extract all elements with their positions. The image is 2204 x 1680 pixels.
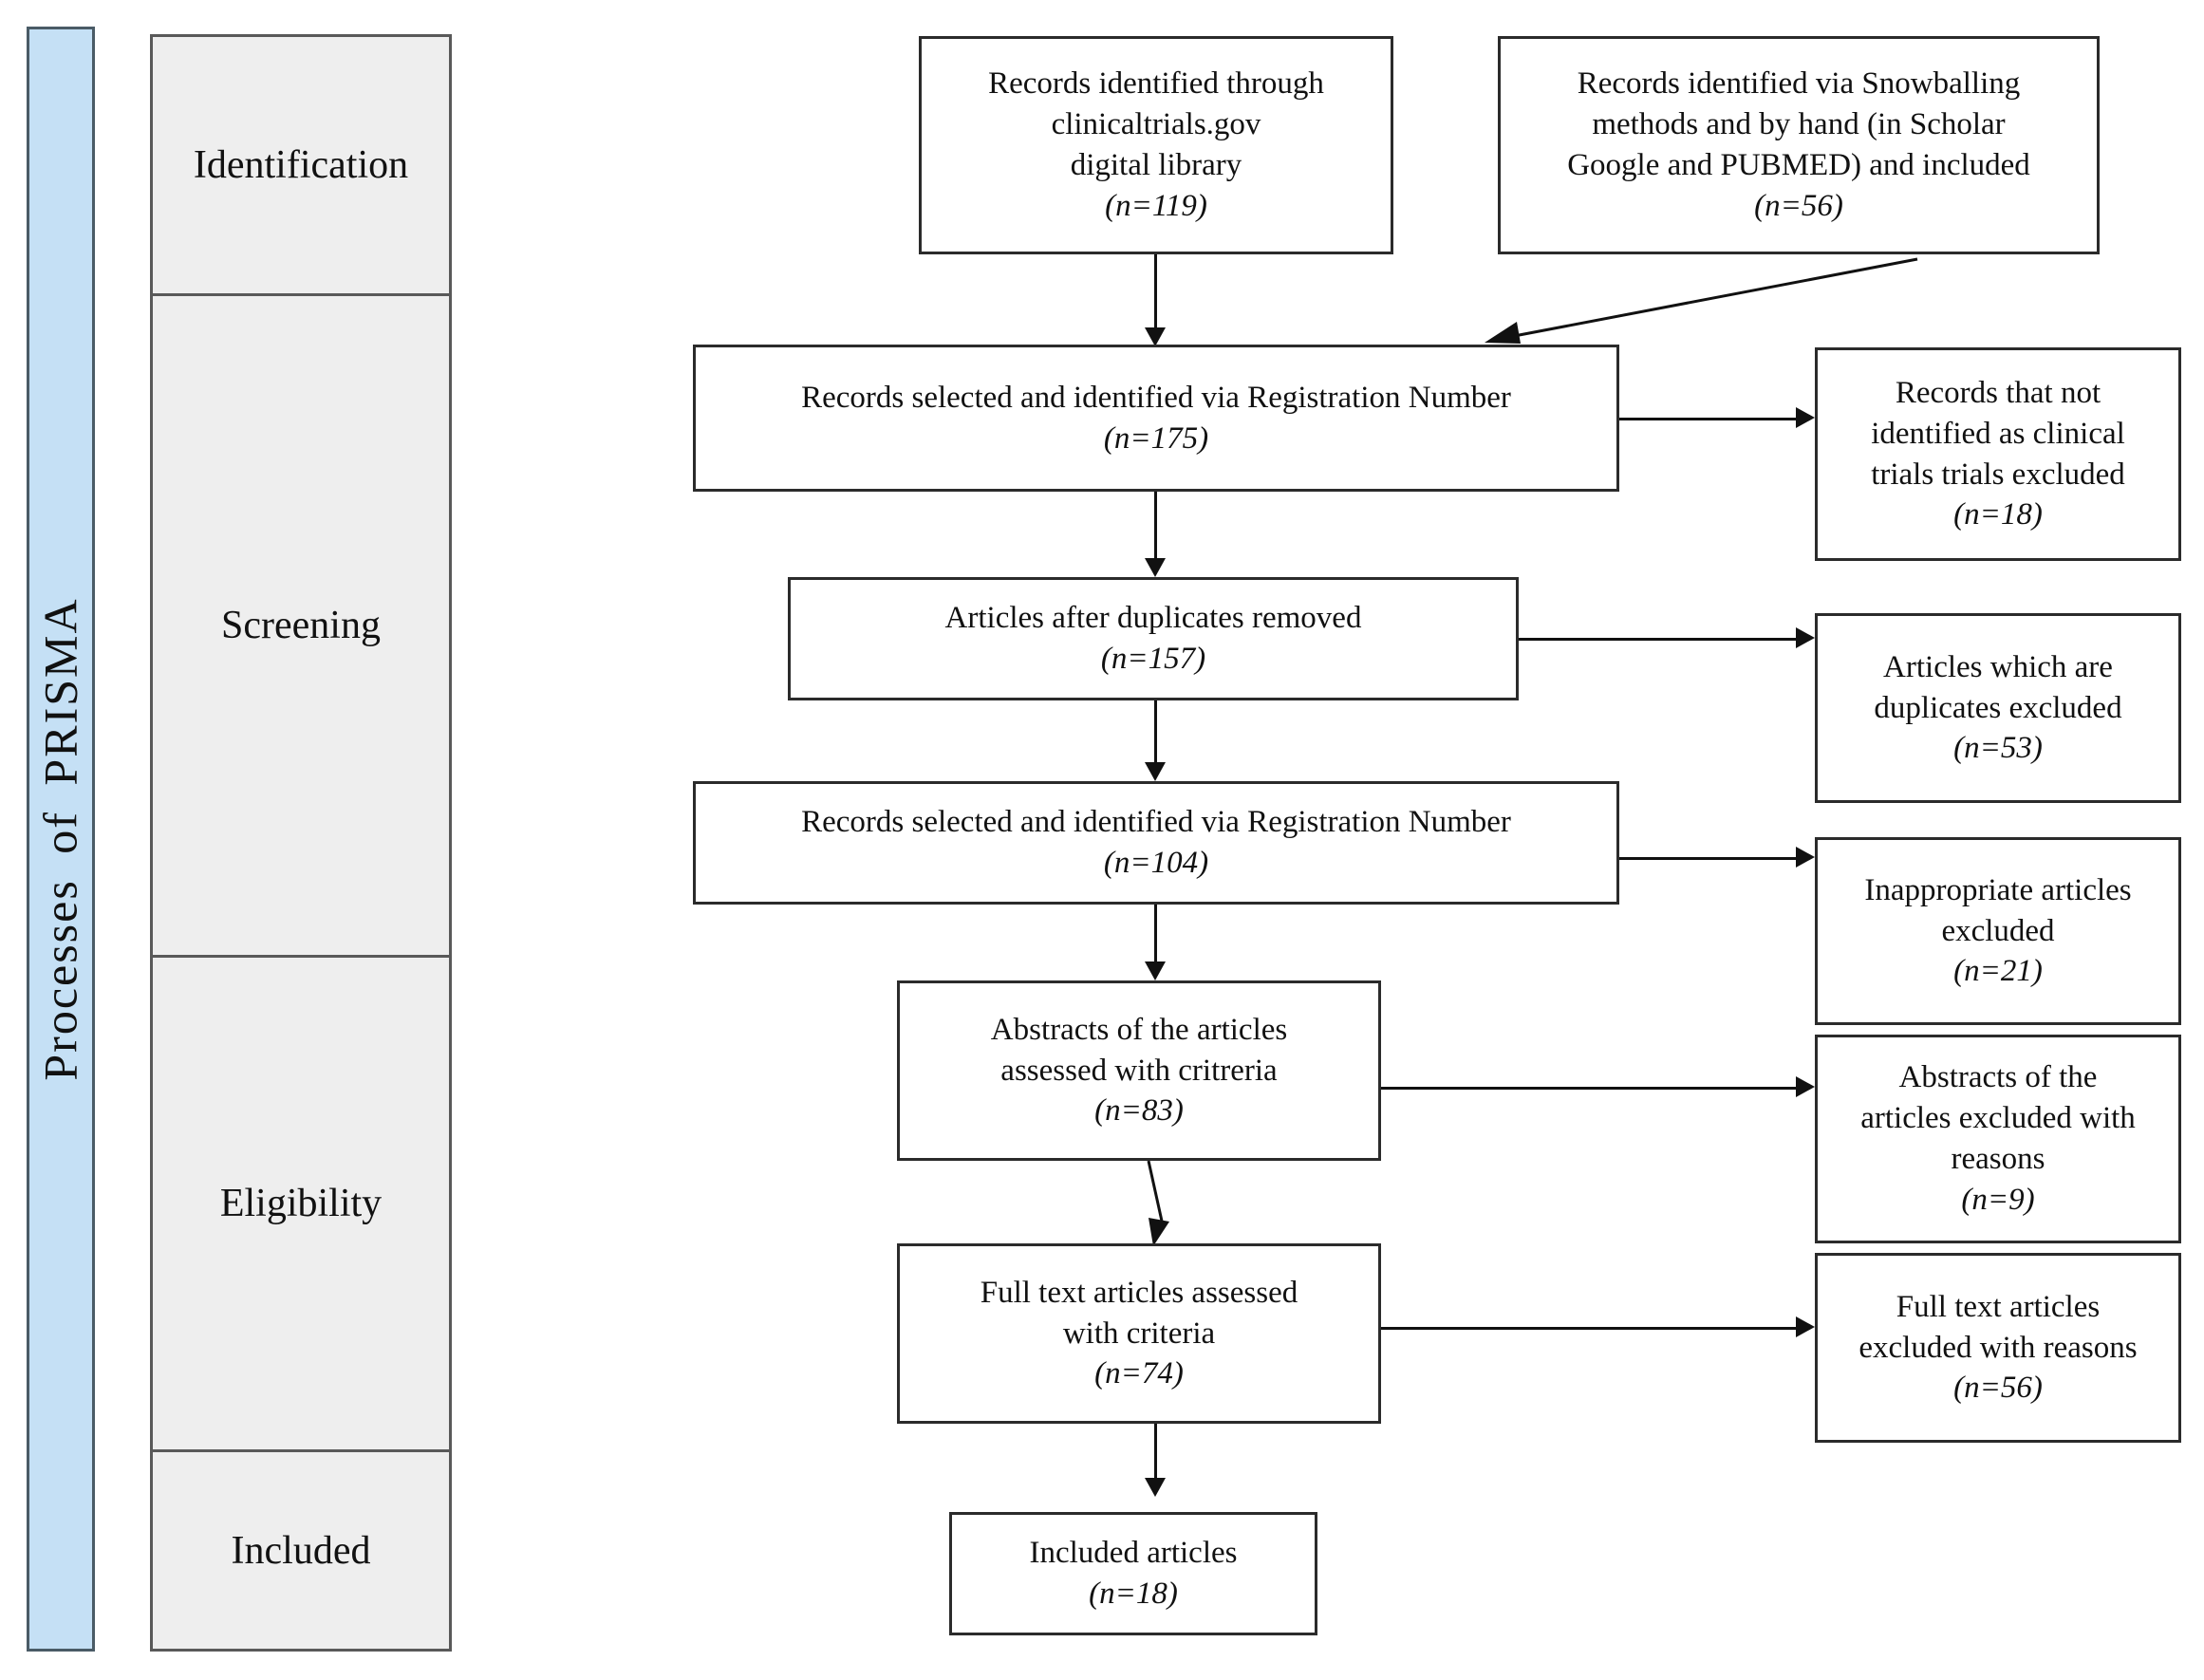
connector-arrowhead-right — [1796, 627, 1815, 648]
connector-hline — [1619, 418, 1796, 420]
stage-label-identification: Identification — [193, 143, 409, 187]
prisma-banner: Processes of PRISMA — [27, 27, 95, 1652]
stage-label-included: Included — [231, 1528, 371, 1573]
connector-vline — [1154, 492, 1157, 572]
box-line: excluded with reasons — [1858, 1330, 2138, 1365]
box-line: assessed with critreria — [1000, 1053, 1278, 1088]
box-line: Included articles — [1029, 1536, 1238, 1571]
prisma-banner-label: Processes of PRISMA — [34, 597, 87, 1081]
box-identified-clinicaltrials: Records identified through clinicaltrial… — [919, 36, 1393, 254]
box-count: (n=175) — [1103, 420, 1209, 456]
connector-diagonal-down — [1147, 1161, 1169, 1246]
connector-vline — [1154, 254, 1157, 342]
box-count: (n=119) — [1105, 188, 1207, 223]
connector-diagonal — [1485, 257, 1918, 344]
box-line: excluded — [1941, 913, 2055, 948]
stage-cell-screening: Screening — [153, 293, 449, 955]
box-fulltext-excluded: Full text articles excluded with reasons… — [1815, 1253, 2181, 1443]
box-line: trials trials excluded — [1871, 457, 2125, 492]
connector-arrowhead-right — [1796, 407, 1815, 428]
box-line: Abstracts of the — [1898, 1060, 2098, 1095]
box-count: (n=56) — [1953, 1371, 2043, 1406]
stage-cell-identification: Identification — [153, 37, 449, 293]
box-line: Records selected and identified via Regi… — [801, 805, 1511, 840]
connector-arrowhead-right — [1796, 1076, 1815, 1097]
connector-arrowhead-down — [1145, 762, 1166, 781]
box-line: Records identified through — [988, 66, 1324, 102]
box-count: (n=74) — [1094, 1356, 1184, 1391]
box-abstracts-assessed: Abstracts of the articles assessed with … — [897, 980, 1381, 1161]
box-not-clinical-trials-excluded: Records that not identified as clinical … — [1815, 347, 2181, 561]
box-count: (n=18) — [1953, 497, 2043, 532]
box-count: (n=21) — [1953, 954, 2043, 989]
box-line: Full text articles assessed — [980, 1275, 1298, 1310]
box-abstracts-excluded: Abstracts of the articles excluded with … — [1815, 1035, 2181, 1243]
connector-vline — [1154, 700, 1157, 776]
stage-label-eligibility: Eligibility — [219, 1182, 383, 1225]
box-line: Articles after duplicates removed — [944, 601, 1362, 636]
stage-cell-included: Included — [153, 1449, 449, 1649]
box-fulltext-assessed: Full text articles assessed with criteri… — [897, 1243, 1381, 1424]
stage-column: Identification Screening Eligibility Inc… — [150, 34, 452, 1652]
box-records-selected-175: Records selected and identified via Regi… — [693, 345, 1619, 492]
connector-arrowhead-right — [1796, 847, 1815, 868]
connector-hline — [1381, 1087, 1796, 1090]
stage-cell-eligibility: Eligibility — [153, 955, 449, 1449]
box-after-duplicates-removed: Articles after duplicates removed (n=157… — [788, 577, 1519, 700]
connector-arrowhead-down — [1145, 961, 1166, 980]
box-count: (n=56) — [1754, 188, 1843, 223]
box-line: clinicaltrials.gov — [1051, 107, 1261, 142]
box-line: digital library — [1070, 148, 1242, 182]
stage-label-screening: Screening — [221, 604, 381, 647]
box-count: (n=157) — [1100, 642, 1206, 676]
box-duplicates-excluded: Articles which are duplicates excluded (… — [1815, 613, 2181, 803]
box-line: Records identified via Snowballing — [1577, 66, 2021, 102]
box-line: Abstracts of the articles — [990, 1012, 1288, 1047]
box-line: duplicates excluded — [1874, 690, 2122, 725]
box-line: identified as clinical — [1871, 416, 2125, 451]
connector-hline — [1381, 1327, 1796, 1330]
box-line: methods and by hand (in Scholar — [1592, 107, 2006, 142]
connector-vline — [1154, 905, 1157, 976]
box-included-articles: Included articles (n=18) — [949, 1512, 1317, 1635]
box-line: Full text articles — [1896, 1289, 2101, 1324]
connector-hline — [1519, 638, 1796, 641]
box-count: (n=9) — [1961, 1182, 2035, 1217]
box-identified-snowballing: Records identified via Snowballing metho… — [1498, 36, 2100, 254]
connector-arrowhead-down — [1145, 327, 1166, 346]
box-line: Records that not — [1895, 375, 2101, 410]
box-records-selected-104: Records selected and identified via Regi… — [693, 781, 1619, 905]
box-count: (n=53) — [1953, 731, 2043, 766]
connector-arrowhead-down — [1145, 558, 1166, 577]
connector-arrowhead-down — [1145, 1478, 1166, 1497]
box-line: Inappropriate articles — [1864, 872, 2132, 907]
box-line: Articles which are — [1883, 649, 2113, 684]
box-line: with criteria — [1062, 1316, 1216, 1351]
connector-hline — [1619, 857, 1796, 860]
box-line: Google and PUBMED) and included — [1567, 148, 2030, 182]
box-count: (n=83) — [1094, 1093, 1184, 1129]
box-line: Records selected and identified via Regi… — [801, 380, 1511, 415]
connector-arrowhead-right — [1796, 1316, 1815, 1337]
box-line: articles excluded with — [1860, 1101, 2136, 1136]
box-count: (n=18) — [1089, 1577, 1178, 1611]
connector-vline — [1154, 1424, 1157, 1492]
box-line: reasons — [1951, 1142, 2045, 1176]
box-inappropriate-excluded: Inappropriate articles excluded (n=21) — [1815, 837, 2181, 1025]
box-count: (n=104) — [1103, 846, 1209, 880]
